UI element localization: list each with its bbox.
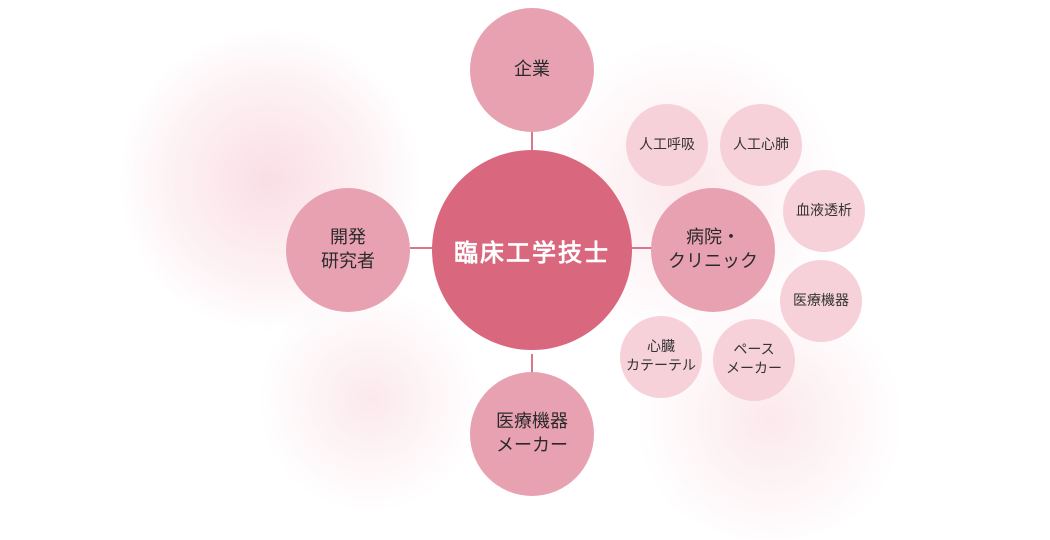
specialty-medical-device-label: 医療機器 (793, 292, 849, 309)
specialty-cardiac-catheter: 心臓 カテーテル (620, 316, 702, 398)
background-glow-bottom-left (260, 290, 480, 510)
specialty-hemodialysis-label: 血液透析 (796, 202, 852, 219)
connector-right (628, 247, 655, 249)
specialty-ventilation: 人工呼吸 (626, 104, 708, 186)
node-hospital-clinic-label-line2: クリニック (668, 251, 758, 272)
specialty-heart-lung-machine: 人工心肺 (720, 104, 802, 186)
node-hospital-clinic-label-line1: 病院・ (686, 227, 740, 248)
center-node: 臨床工学技士 (432, 150, 632, 350)
specialty-medical-device: 医療機器 (780, 260, 862, 342)
node-medical-device-maker-label-line2: メーカー (496, 435, 568, 456)
specialty-ventilation-label: 人工呼吸 (639, 136, 695, 153)
specialty-hemodialysis: 血液透析 (783, 170, 865, 252)
center-node-label: 臨床工学技士 (454, 238, 610, 267)
node-company: 企業 (470, 8, 594, 132)
specialty-pacemaker-label-line1: ペース (733, 342, 775, 358)
specialty-pacemaker-label-line2: メーカー (726, 361, 782, 377)
specialty-cardiac-catheter-label-line2: カテーテル (626, 358, 696, 374)
specialty-cardiac-catheter-label-line1: 心臓 (647, 339, 675, 355)
node-research-developer-label-line1: 開発 (330, 227, 366, 248)
connector-bottom (531, 354, 533, 376)
node-company-label: 企業 (514, 59, 550, 80)
career-diagram: 臨床工学技士 企業 開発 研究者 医療機器 メーカー 病院・ クリニック 人工呼… (120, 8, 910, 540)
node-medical-device-maker: 医療機器 メーカー (470, 372, 594, 496)
connector-left (410, 247, 435, 249)
node-hospital-clinic: 病院・ クリニック (651, 188, 775, 312)
node-research-developer-label-line2: 研究者 (321, 251, 375, 272)
node-research-developer: 開発 研究者 (286, 188, 410, 312)
connector-top (531, 120, 533, 160)
specialty-heart-lung-machine-label: 人工心肺 (733, 136, 789, 153)
specialty-pacemaker: ペース メーカー (713, 319, 795, 401)
node-medical-device-maker-label-line1: 医療機器 (496, 411, 568, 432)
